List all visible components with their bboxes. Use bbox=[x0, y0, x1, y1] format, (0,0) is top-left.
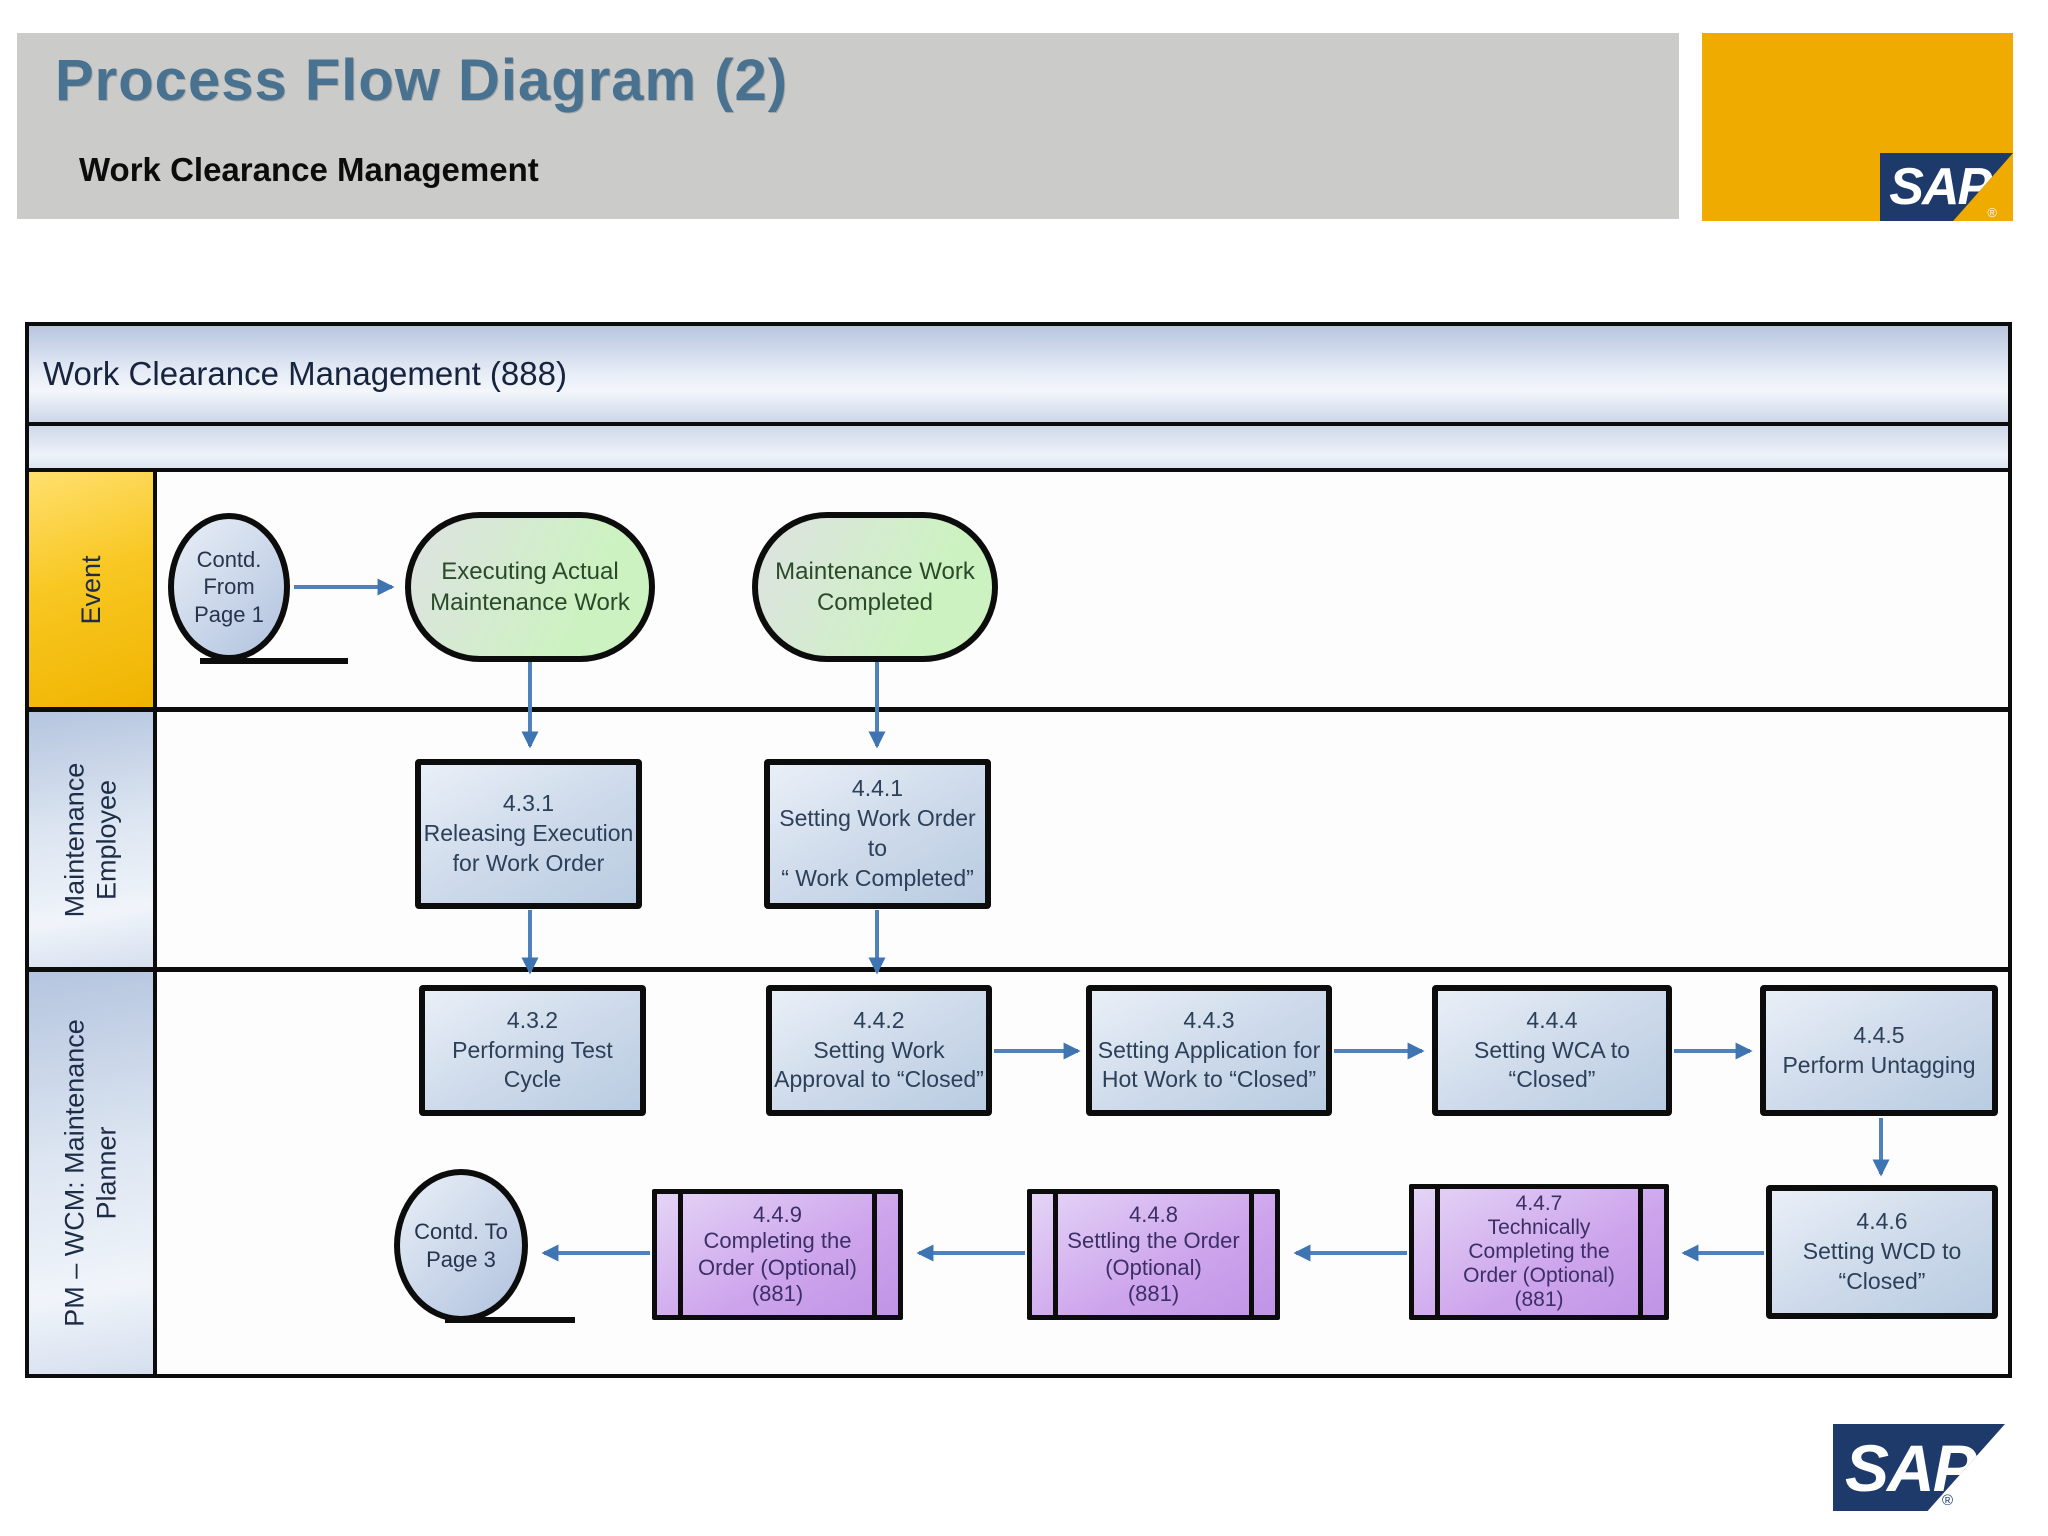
lane-row-pm-wcm-maintenance-planner: PM – WCM: Maintenance Planner bbox=[29, 972, 2008, 1374]
task-4-4-8-label: 4.4.8 Settling the Order (Optional) (881… bbox=[1053, 1194, 1254, 1315]
sap-logo-footer-text: SAP bbox=[1845, 1430, 1977, 1505]
diagram-title-bar: Work Clearance Management (888) bbox=[29, 326, 2008, 426]
task-4-4-7-label: 4.4.7 Technically Completing the Order (… bbox=[1435, 1189, 1643, 1315]
task-4-4-2-setting-work-approval: 4.4.2 Setting Work Approval to “Closed” bbox=[766, 985, 992, 1116]
task-4-4-8-settling-order: 4.4.8 Settling the Order (Optional) (881… bbox=[1027, 1189, 1280, 1320]
task-4-4-9-label: 4.4.9 Completing the Order (Optional) (8… bbox=[678, 1194, 877, 1315]
task-4-4-6-setting-wcd: 4.4.6 Setting WCD to “Closed” bbox=[1766, 1185, 1998, 1319]
task-4-4-4-setting-wca: 4.4.4 Setting WCA to “Closed” bbox=[1432, 985, 1672, 1116]
event-executing-actual-maintenance-work: Executing Actual Maintenance Work bbox=[405, 512, 655, 662]
lane-label-pm-wcm-maintenance-planner-text: PM – WCM: Maintenance Planner bbox=[59, 1019, 122, 1327]
task-4-4-9-completing-order: 4.4.9 Completing the Order (Optional) (8… bbox=[652, 1189, 903, 1320]
task-4-4-3-setting-application-hot-work: 4.4.3 Setting Application for Hot Work t… bbox=[1086, 985, 1332, 1116]
page-title: Process Flow Diagram (2) bbox=[55, 48, 789, 113]
lane-label-maintenance-employee: Maintenance Employee bbox=[29, 712, 157, 967]
lane-label-pm-wcm-maintenance-planner: PM – WCM: Maintenance Planner bbox=[29, 972, 157, 1374]
task-4-4-1-setting-work-order: 4.4.1 Setting Work Order to “ Work Compl… bbox=[764, 759, 991, 909]
task-4-3-2-performing-test-cycle: 4.3.2 Performing Test Cycle bbox=[419, 985, 646, 1116]
lane-row-event: Event bbox=[29, 472, 2008, 712]
diagram-title: Work Clearance Management (888) bbox=[43, 355, 567, 392]
sap-logo-footer-icon: SAP ® bbox=[1833, 1424, 2005, 1511]
task-4-4-5-perform-untagging: 4.4.5 Perform Untagging bbox=[1760, 985, 1998, 1116]
offpage-connector-contd-to-page3: Contd. To Page 3 bbox=[394, 1169, 528, 1322]
sap-brand-block: SAP ® bbox=[1702, 33, 2013, 221]
diagram-subheader-band bbox=[29, 426, 2008, 472]
lane-label-event: Event bbox=[29, 472, 157, 707]
diagram-frame: Work Clearance Management (888) Event Ma… bbox=[25, 322, 2012, 1378]
lane-label-event-text: Event bbox=[75, 554, 106, 625]
task-4-4-7-technically-completing-order: 4.4.7 Technically Completing the Order (… bbox=[1409, 1184, 1669, 1320]
event-maintenance-work-completed: Maintenance Work Completed bbox=[752, 512, 998, 662]
registered-trademark-footer-icon: ® bbox=[1941, 1492, 1953, 1509]
header-band: Process Flow Diagram (2) Work Clearance … bbox=[17, 33, 1679, 219]
offpage-connector-contd-from-page1: Contd. From Page 1 bbox=[168, 513, 290, 661]
page-subtitle: Work Clearance Management bbox=[79, 151, 539, 188]
registered-trademark-icon: ® bbox=[1987, 205, 1997, 220]
task-4-3-1-releasing-execution: 4.3.1 Releasing Execution for Work Order bbox=[415, 759, 642, 909]
lane-label-maintenance-employee-text: Maintenance Employee bbox=[59, 762, 122, 917]
lane-row-maintenance-employee: Maintenance Employee bbox=[29, 712, 2008, 972]
sap-logo-icon: SAP ® bbox=[1880, 153, 2013, 221]
sap-logo-text: SAP bbox=[1889, 158, 1992, 216]
sap-logo-footer-shape: SAP bbox=[1833, 1424, 2005, 1511]
